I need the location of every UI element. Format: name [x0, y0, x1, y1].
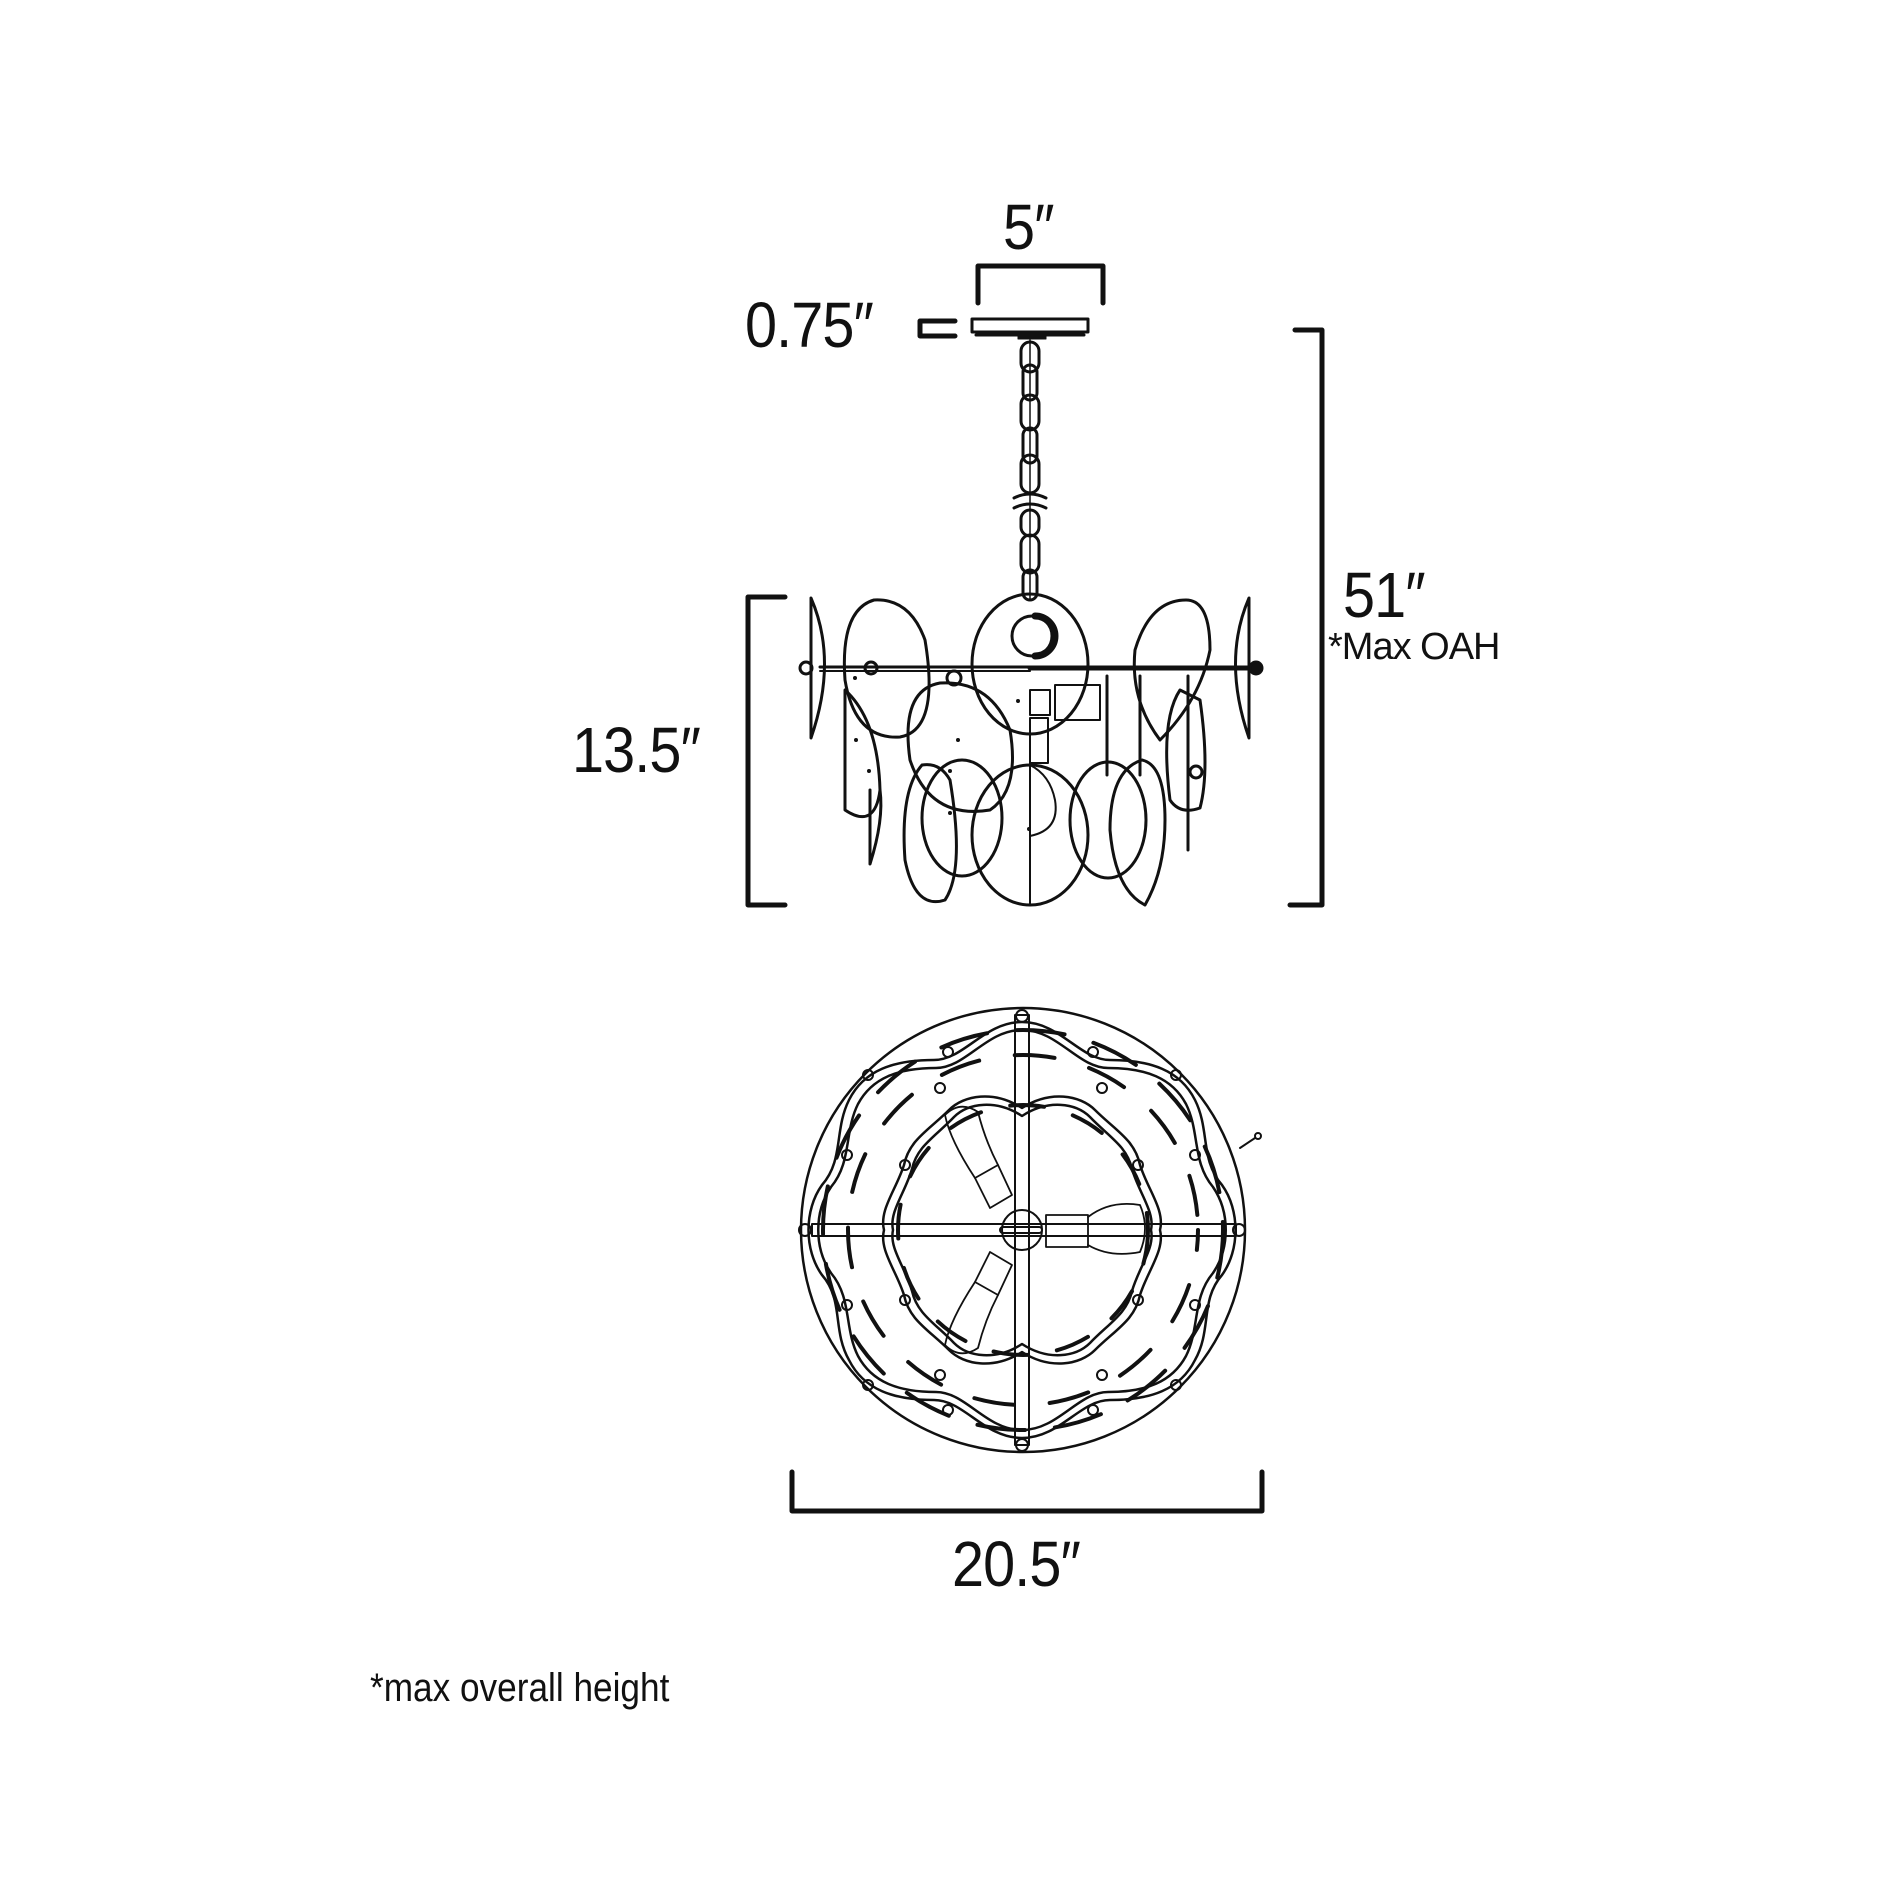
canopy-height-tick: [917, 318, 958, 339]
footnote: *max overall height: [370, 1666, 670, 1710]
overall-height-label: 51″: [1343, 559, 1426, 631]
chandelier-body: [798, 592, 1264, 907]
diameter-bracket: [789, 1469, 1265, 1514]
fixture-height-bracket: [745, 594, 788, 908]
chain: [1012, 339, 1048, 602]
canopy-width-bracket: [975, 263, 1106, 306]
fixture-diameter-label: 20.5″: [952, 1528, 1081, 1600]
canopy-plate: [970, 317, 1090, 340]
fixture-height-label: 13.5″: [572, 714, 701, 786]
plan-view-drawing: [798, 1006, 1262, 1454]
overall-height-bracket: [1287, 327, 1325, 908]
canopy-height-label: 0.75″: [745, 289, 874, 361]
canopy-width-label: 5″: [1003, 191, 1055, 263]
overall-height-note: *Max OAH: [1328, 626, 1500, 668]
